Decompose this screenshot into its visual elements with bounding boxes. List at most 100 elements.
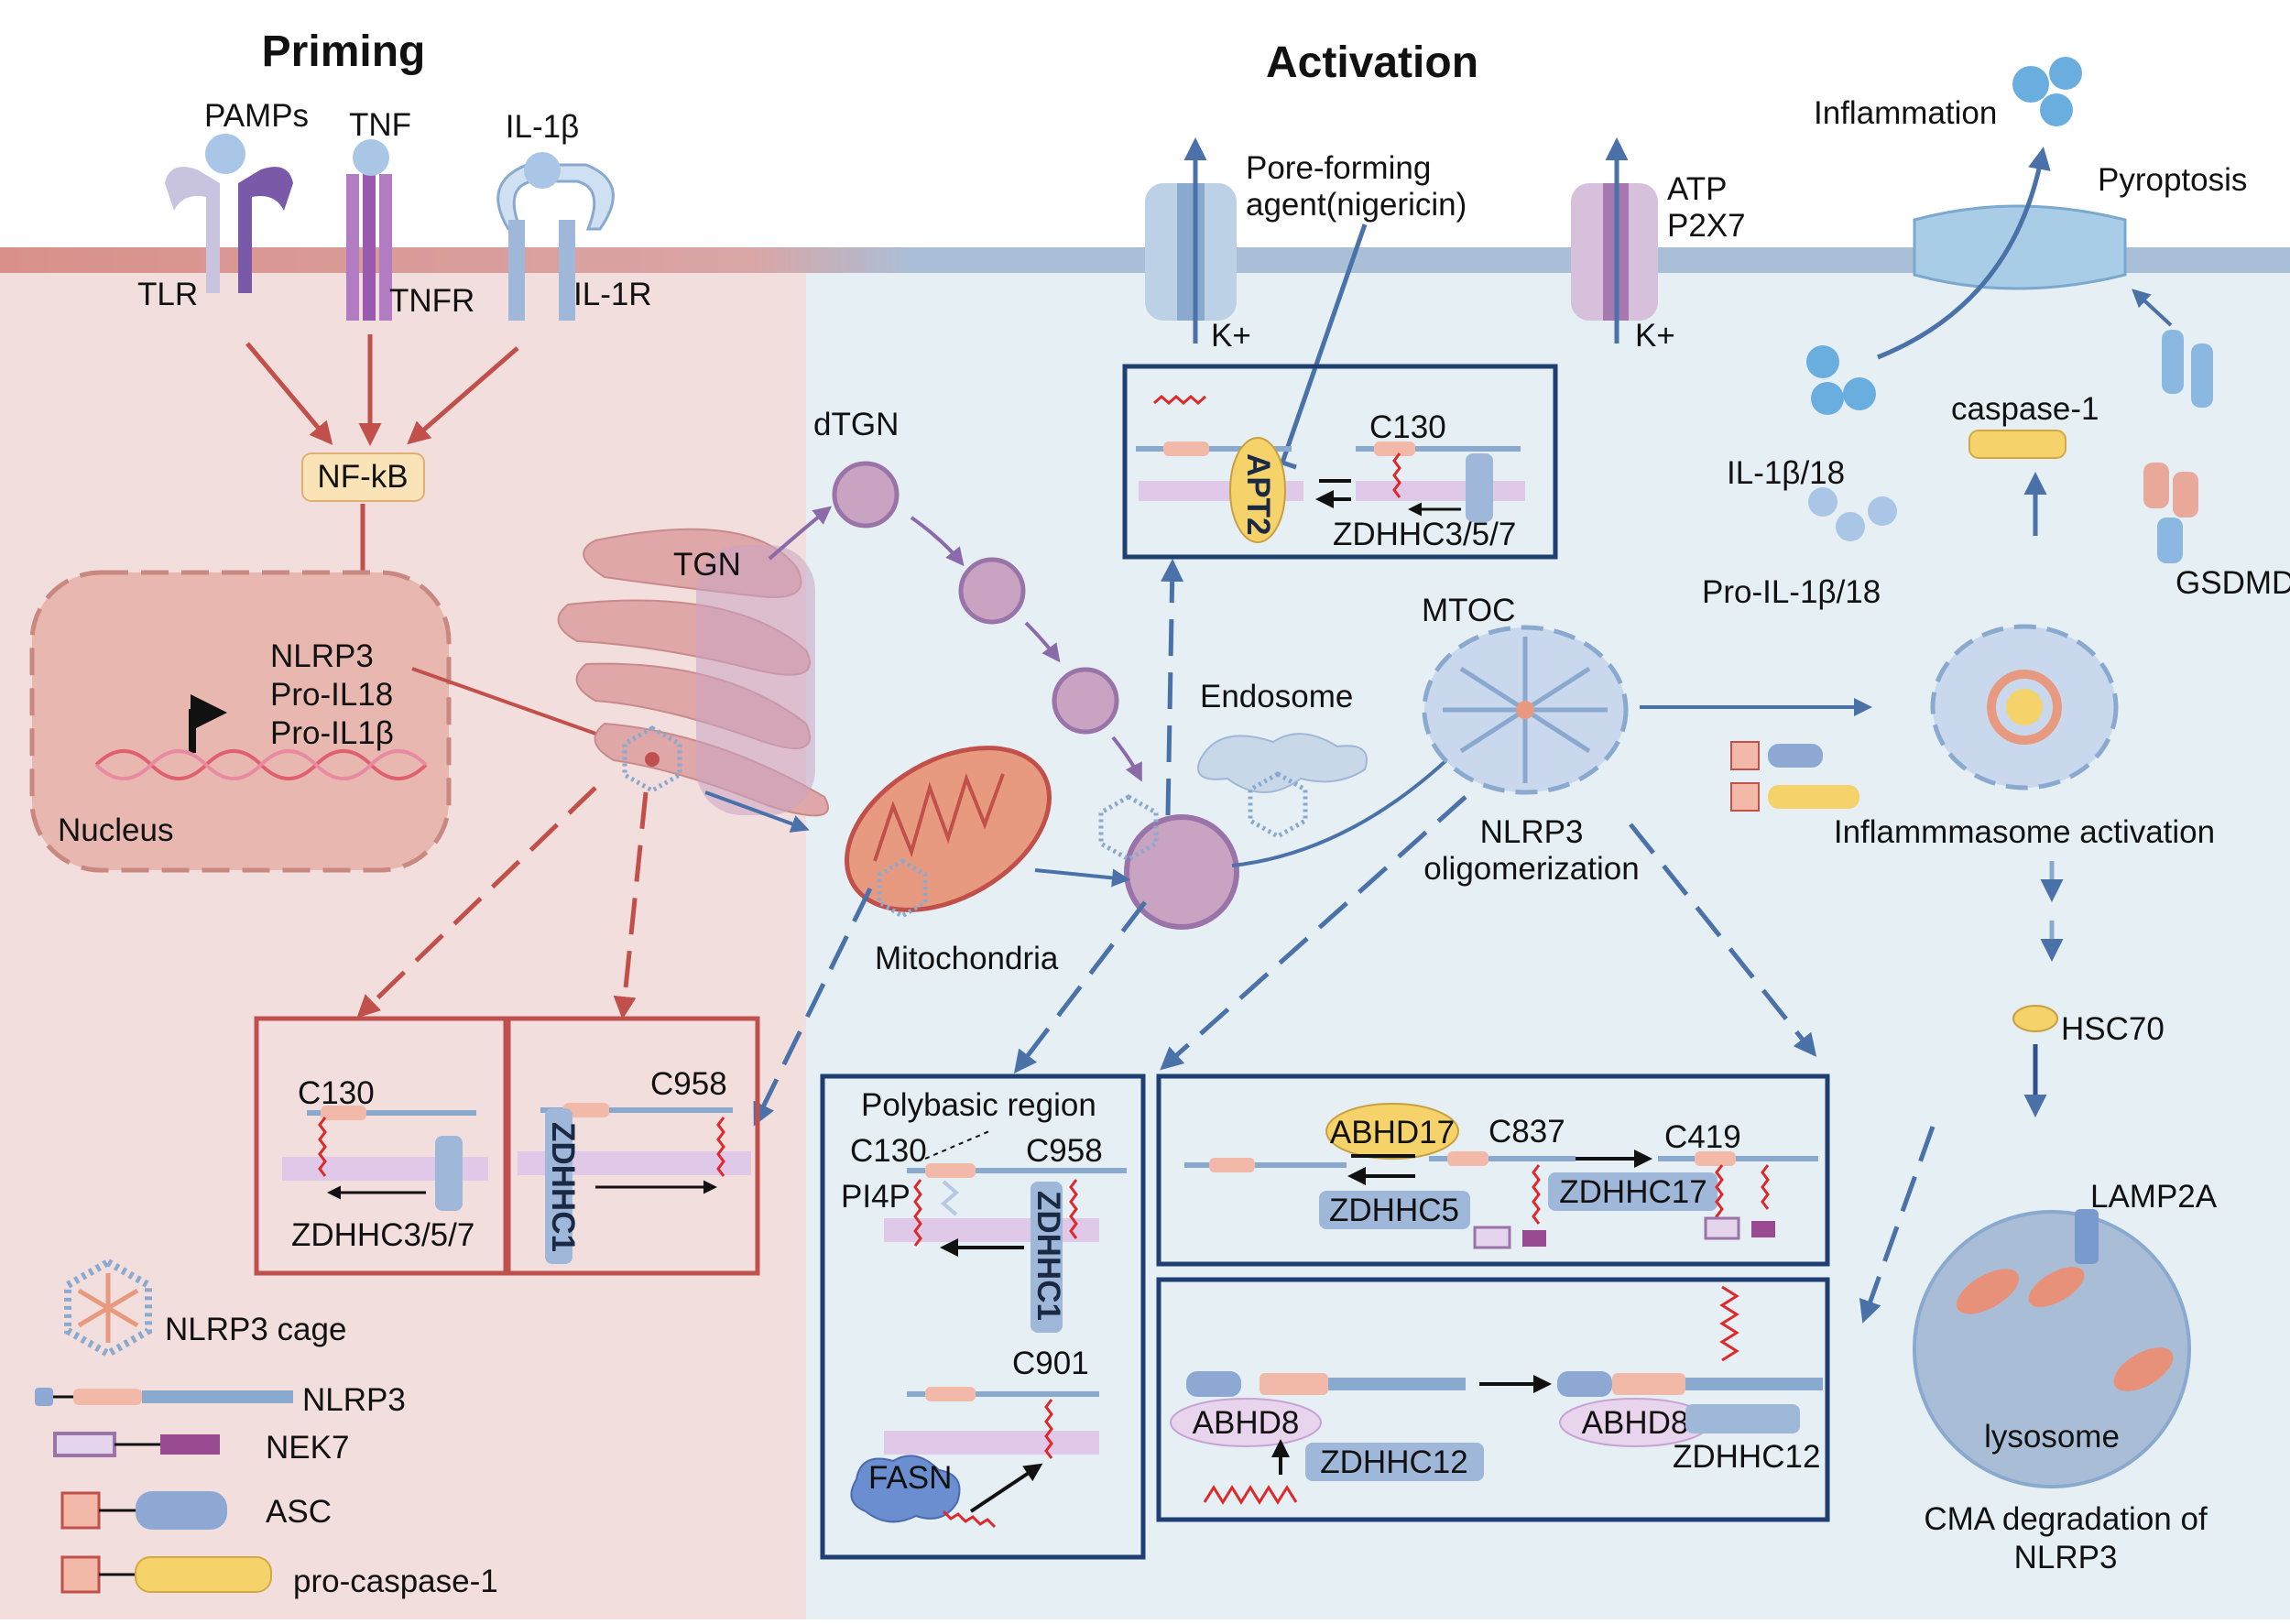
nfkb-box	[301, 452, 425, 502]
dash-endosome-apt2	[1161, 559, 1184, 816]
inflammasome-activation-label: Inflammmasome activation	[1834, 814, 2215, 850]
polybasic-title: Polybasic region	[861, 1087, 1096, 1123]
nucleus	[29, 570, 452, 873]
dash-endosome-polybasic	[1013, 900, 1147, 1074]
arrow-tgn-mito	[704, 790, 810, 833]
tnfr-receptor	[346, 139, 392, 321]
pro-il-dot-1	[1808, 487, 1837, 517]
dtgn-vesicle-1	[832, 461, 900, 529]
inflammasome	[1930, 624, 2119, 790]
pi4p-label: PI4P	[841, 1179, 911, 1215]
oligomerization-label-1: NLRP3	[1480, 814, 1584, 850]
gene-nlrp3: NLRP3	[270, 638, 374, 674]
palmitate-c419-b	[1761, 1164, 1770, 1210]
hsc70-label: HSC70	[2061, 1011, 2165, 1047]
dash-tgn-box1	[356, 786, 597, 1019]
palmitate-apt2	[1392, 452, 1401, 498]
dtgn-vesicle-3	[1052, 667, 1119, 735]
c130-site-apt2: C130	[1369, 409, 1446, 445]
lamp2a-label: LAMP2A	[2090, 1179, 2218, 1215]
dhhc-c130-label: ZDHHC3/5/7	[291, 1217, 474, 1253]
abhd17-label: ABHD17	[1330, 1115, 1455, 1150]
apt2-enzyme	[1229, 437, 1286, 543]
pro-il-dot-3	[1868, 496, 1897, 526]
polybasic-c130: C130	[850, 1133, 927, 1169]
dhhc17-box	[1548, 1172, 1718, 1211]
dhhc17-label: ZDHHC17	[1559, 1174, 1707, 1210]
legend-nek7-icon	[53, 1432, 220, 1457]
hsc70-chaperone	[2012, 1005, 2058, 1032]
nfkb-label: NF-kB	[317, 459, 408, 495]
dtgn-vesicle-2	[958, 557, 1026, 625]
dhhc12-box-left	[1305, 1443, 1484, 1481]
asc-abhd8-left	[1186, 1371, 1241, 1397]
nacht-abhd8-left	[1260, 1373, 1328, 1395]
box-abhd17	[1156, 1074, 1830, 1267]
palmitate-c837	[1532, 1164, 1541, 1225]
caspase1-label: caspase-1	[1951, 391, 2099, 427]
il1r-receptor	[496, 152, 615, 321]
nlrp3-nacht-abhd17-mid	[1447, 1151, 1488, 1166]
arrow-dtgn-2	[910, 516, 965, 567]
p2x7-label: P2X7	[1667, 208, 1746, 244]
arrow-dtgn-4	[1111, 736, 1142, 782]
arrow-tgn-dtgn	[768, 506, 833, 561]
nucleus-label: Nucleus	[58, 812, 173, 848]
tlr-receptor	[165, 134, 293, 293]
activation-title: Activation	[1266, 38, 1478, 87]
arrow-cytokines-out	[1877, 147, 2051, 360]
membrane-strip-apt2-right	[1356, 481, 1525, 501]
pro-il1b18-label: Pro-IL-1β/18	[1702, 574, 1881, 610]
kplus-label-2: K+	[1635, 318, 1675, 354]
dhhc-apt2	[1466, 453, 1493, 522]
endosome	[1197, 733, 1368, 839]
dhhc5-label: ZDHHC5	[1329, 1193, 1459, 1228]
pore-agent-label-1: Pore-forming	[1246, 150, 1431, 186]
fasn-enzyme	[850, 1455, 961, 1523]
oligomerization-label-2: oligomerization	[1423, 851, 1639, 887]
palmitate-c901	[1044, 1399, 1053, 1459]
pro-il-dot-2	[1836, 512, 1865, 541]
box-abhd8	[1156, 1277, 1830, 1522]
transcription-arrow-icon	[189, 694, 227, 753]
box-c958	[506, 1016, 760, 1276]
lysosome	[1913, 1209, 2191, 1488]
tgn-label: TGN	[673, 547, 741, 583]
arrow-endosome-mtoc	[1231, 739, 1468, 867]
pamps-label: PAMPs	[204, 98, 309, 134]
dhhc-apt2-label: ZDHHC3/5/7	[1333, 517, 1516, 552]
dtgn-label: dTGN	[813, 407, 899, 442]
dash-mito-box2	[753, 887, 873, 1127]
il1r-label: IL-1R	[573, 277, 652, 312]
legend-cage-icon	[64, 1258, 152, 1358]
legend-procaspase-icon	[60, 1555, 272, 1594]
pamp-ligand	[205, 134, 245, 174]
tgn-golgi	[557, 528, 829, 817]
dhhc12-box-right	[1685, 1404, 1800, 1433]
dhhc5-box	[1319, 1191, 1470, 1229]
gsdmd-icon	[2143, 330, 2213, 563]
il-dot-1	[1806, 345, 1839, 378]
il-dot-3	[1811, 382, 1844, 415]
kplus-label-1: K+	[1211, 318, 1251, 354]
palmitate-polybasic	[913, 1179, 922, 1247]
palmitate-c419	[1715, 1164, 1724, 1225]
box-polybasic	[820, 1074, 1146, 1560]
nlrp3-nacht-polybasic	[925, 1163, 976, 1178]
palmitate-c130	[318, 1117, 327, 1177]
dhhc-c958-label: ZDHHC1	[545, 1122, 581, 1252]
inflammation-label: Inflammation	[1814, 95, 1997, 131]
nacht-abhd8-right	[1612, 1373, 1685, 1395]
box-apt2	[1122, 364, 1558, 560]
mitochondria-label: Mitochondria	[875, 941, 1059, 976]
exchange-arrows-apt2	[1319, 479, 1351, 499]
abhd8-enzyme-left	[1170, 1398, 1322, 1447]
legend-nlrp3-icon	[35, 1388, 293, 1406]
cytokine-dot-1	[2012, 66, 2049, 103]
tlr-label: TLR	[137, 277, 198, 312]
tnfr-label: TNFR	[389, 283, 474, 319]
palmitate-c958	[716, 1117, 725, 1177]
box-c130	[254, 1016, 508, 1276]
nek7-mid	[1473, 1226, 1546, 1249]
